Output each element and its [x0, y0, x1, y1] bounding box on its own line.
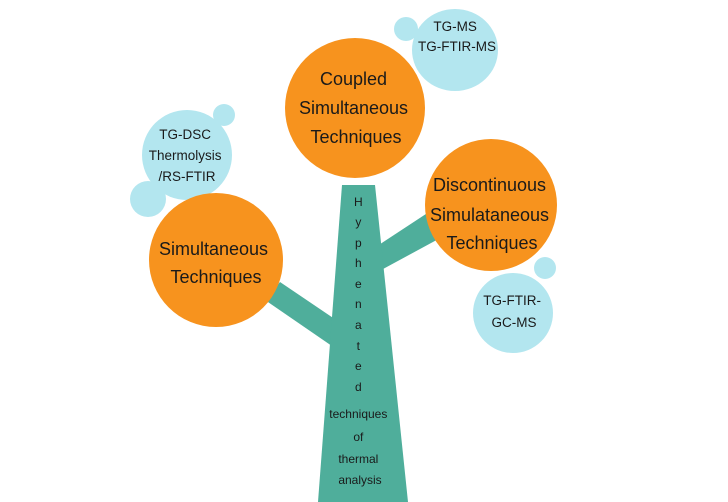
discontinuous-node-label: Discontinuous Simulataneous Techniques [430, 175, 554, 253]
trunk-letter: e [355, 359, 362, 373]
discontinuous-node-line: Techniques [446, 233, 537, 253]
trunk-line: of [353, 430, 364, 444]
coupled-example-line: TG-FTIR-MS [418, 39, 496, 54]
simultaneous-examples-label: TG-DSC Thermolysis /RS-FTIR [149, 127, 226, 184]
simultaneous-node-line: Techniques [170, 267, 261, 287]
trunk-line: analysis [338, 473, 381, 487]
coupled-node-label: Coupled Simultaneous Techniques [299, 69, 413, 147]
coupled-example-bubbles [394, 9, 498, 91]
trunk-letter: d [355, 380, 362, 394]
simultaneous-node [149, 193, 283, 327]
trunk-letter: p [355, 236, 362, 250]
left-branch [265, 282, 348, 355]
coupled-simultaneous-node [285, 38, 425, 178]
discontinuous-simultaneous-node [425, 139, 557, 271]
simultaneous-node-line: Simultaneous [159, 239, 268, 259]
right-branch [368, 210, 444, 275]
discontinuous-node-line: Discontinuous [433, 175, 546, 195]
trunk-label: H y p h e n a t e d techniques of therma… [329, 195, 390, 487]
coupled-examples-label: TG-MS TG-FTIR-MS [418, 19, 496, 54]
coupled-node-line: Simultaneous [299, 98, 408, 118]
simultaneous-example-line: Thermolysis [149, 148, 222, 163]
discontinuous-examples-label: TG-FTIR- GC-MS [483, 293, 545, 330]
trunk-letter: e [355, 277, 362, 291]
discontinuous-example-line: GC-MS [492, 315, 537, 330]
trunk-letter: a [355, 318, 362, 332]
discontinuous-node-line: Simulataneous [430, 205, 549, 225]
simultaneous-example-line: /RS-FTIR [159, 169, 216, 184]
trunk-letter: n [355, 297, 362, 311]
simultaneous-example-line: TG-DSC [159, 127, 211, 142]
simultaneous-node-label: Simultaneous Techniques [159, 239, 273, 287]
trunk-letter: t [357, 339, 361, 353]
trunk-letter: H [354, 195, 363, 209]
trunk [318, 185, 408, 502]
coupled-example-line: TG-MS [433, 19, 477, 34]
coupled-node-line: Techniques [310, 127, 401, 147]
discontinuous-example-bubbles [473, 257, 556, 353]
trunk-letter: y [355, 215, 361, 229]
coupled-node-line: Coupled [320, 69, 387, 89]
discontinuous-example-line: TG-FTIR- [483, 293, 541, 308]
trunk-letter: h [355, 256, 362, 270]
trunk-line: thermal [338, 452, 378, 466]
simultaneous-example-bubbles [130, 104, 235, 217]
trunk-line: techniques [329, 407, 387, 421]
